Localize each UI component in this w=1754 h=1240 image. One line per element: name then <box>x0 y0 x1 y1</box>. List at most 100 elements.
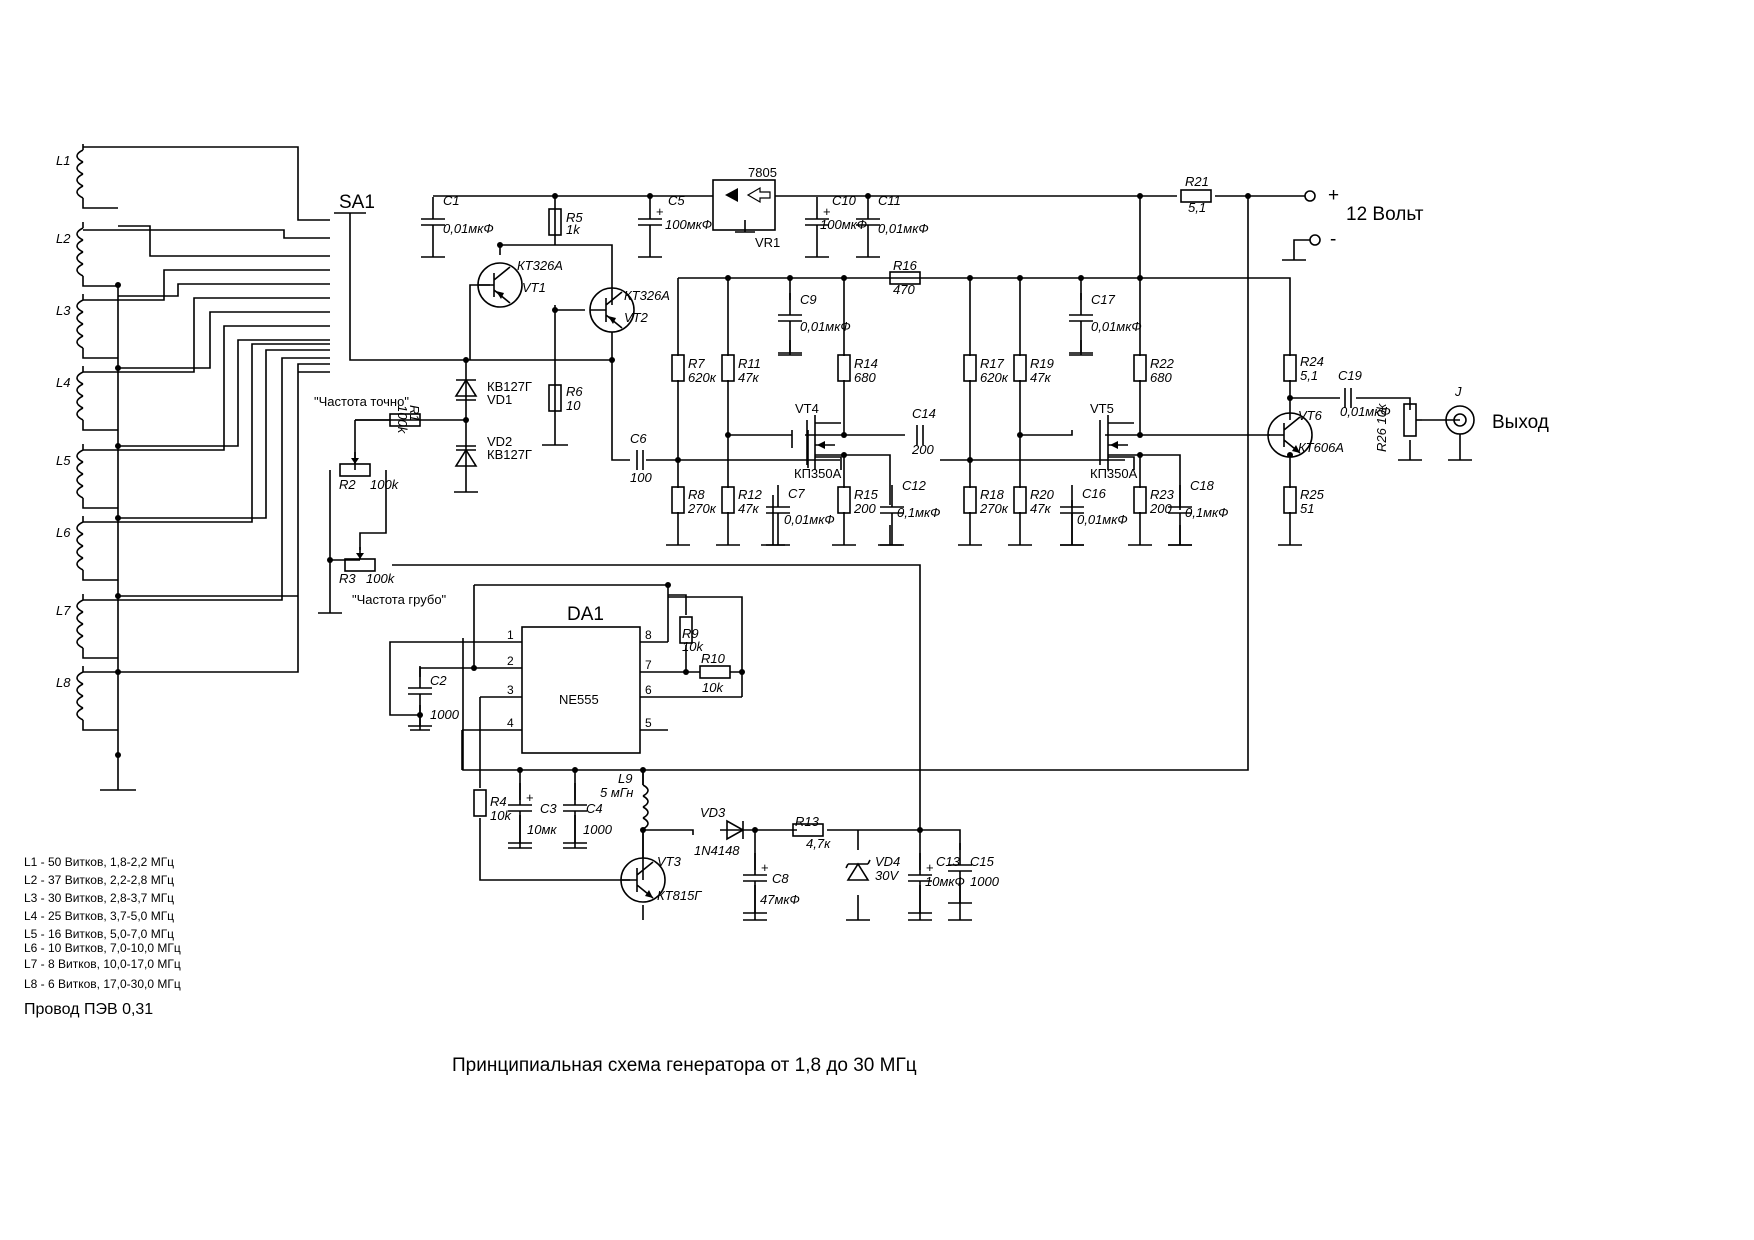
capacitor-ref: C7 <box>788 486 805 501</box>
varicap-vd2 <box>454 448 478 467</box>
r10-value: 10k <box>702 680 724 695</box>
junction-dot <box>115 515 121 521</box>
junction-dot <box>1287 452 1293 458</box>
junction-dot <box>725 432 731 438</box>
coil-note: L2 - 37 Витков, 2,2-2,8 МГц <box>24 873 174 887</box>
vd1-type: КВ127Г <box>487 379 532 394</box>
junction-dot <box>967 457 973 463</box>
junction-dot <box>725 275 731 281</box>
coil-7: L7 <box>56 594 118 659</box>
resistor-value: 47к <box>1030 370 1051 385</box>
resistor-ref: R20 <box>1030 487 1055 502</box>
capacitor-ref: C12 <box>902 478 927 493</box>
junction-dot <box>841 275 847 281</box>
semiconductors <box>454 262 1313 903</box>
ic-ref: DA1 <box>567 604 604 625</box>
capacitor-value: 1000 <box>970 874 1000 889</box>
junction-dot <box>683 669 689 675</box>
junction-dot <box>917 827 923 833</box>
regulator-type: 7805 <box>748 165 777 180</box>
capacitor-value: 100мкФ <box>665 217 712 232</box>
vt2-ref: VT2 <box>624 310 649 325</box>
ic-pin-4: 4 <box>507 716 514 730</box>
r10-ref: R10 <box>701 651 726 666</box>
capacitor-ref: C2 <box>430 673 447 688</box>
resistor-ref: R4 <box>490 794 507 809</box>
resistor-value: 470 <box>893 282 915 297</box>
coil-2: L2 <box>56 222 118 287</box>
junction-dot <box>640 827 646 833</box>
capacitor-value: 10мкФ <box>925 874 965 889</box>
junction-dots <box>115 193 1293 833</box>
polarity-mark: + <box>656 204 664 219</box>
resistor-ref: R12 <box>738 487 763 502</box>
vt6-wiring <box>462 196 1472 771</box>
coil-label: L2 <box>56 231 71 246</box>
junction-dot <box>640 767 646 773</box>
capacitor-ref: C14 <box>912 406 936 421</box>
coil-label: L3 <box>56 303 71 318</box>
capacitor-value: 200 <box>911 442 934 457</box>
resistor-ref: R21 <box>1185 174 1209 189</box>
resistor-value: 200 <box>1149 501 1172 516</box>
capacitor-ref: C8 <box>772 871 789 886</box>
zener-vd4 <box>846 862 870 881</box>
resistor-ref: R1 <box>407 405 422 422</box>
junction-dot <box>552 193 558 199</box>
fine-freq-label: "Частота точно" <box>314 394 409 409</box>
capacitor-value: 1000 <box>430 707 460 722</box>
capacitor-value: 0,01мкФ <box>443 221 494 236</box>
ic-pin-1: 1 <box>507 628 514 642</box>
switch-wiper <box>334 212 466 361</box>
coil-note: L3 - 30 Витков, 2,8-3,7 МГц <box>24 891 174 905</box>
switch-wires <box>83 146 330 673</box>
minus-sign: - <box>1330 229 1336 250</box>
vd4-ref: VD4 <box>875 854 900 869</box>
coil-6: L6 <box>56 516 118 581</box>
regulator-arrow-outline-icon <box>746 186 771 204</box>
polarity-mark: + <box>823 204 831 219</box>
capacitor-value: 0,01мкФ <box>800 319 851 334</box>
resistor-value: 680 <box>1150 370 1172 385</box>
capacitor-ref: C1 <box>443 193 460 208</box>
resistor-ref: R15 <box>854 487 879 502</box>
capacitor-ref: C3 <box>540 801 557 816</box>
capacitor-c1: C1 0,01мкФ <box>421 193 494 258</box>
resistor-ref: R11 <box>738 356 761 371</box>
capacitor-c7: C70,01мкФ <box>766 485 835 546</box>
resistor-value: 270к <box>979 501 1009 516</box>
capacitor-ref: C4 <box>586 801 603 816</box>
regulator-arrow-icon <box>725 188 738 202</box>
vd3-type: 1N4148 <box>694 843 740 858</box>
resistor-ref: R3 <box>339 571 356 586</box>
r9-ref: R9 <box>682 626 699 641</box>
coil-label: L4 <box>56 375 70 390</box>
junction-dot <box>471 665 477 671</box>
jack-ref: J <box>1454 384 1462 399</box>
coil-note: L5 - 16 Витков, 5,0-7,0 МГц <box>24 927 174 941</box>
vt3-type: КТ815Г <box>657 888 702 903</box>
capacitor-value: 100мкФ <box>820 217 867 232</box>
wire-note: Провод ПЭВ 0,31 <box>24 1001 153 1018</box>
junction-dot <box>1137 193 1143 199</box>
capacitor-ref: C17 <box>1091 292 1116 307</box>
resistor-value: 200 <box>853 501 876 516</box>
coil-3: L3 <box>56 294 118 359</box>
resistor-ref: R24 <box>1300 354 1324 369</box>
capacitor-c14: C14 200 <box>911 406 936 457</box>
coil-note: L8 - 6 Витков, 17,0-30,0 МГц <box>24 977 181 991</box>
